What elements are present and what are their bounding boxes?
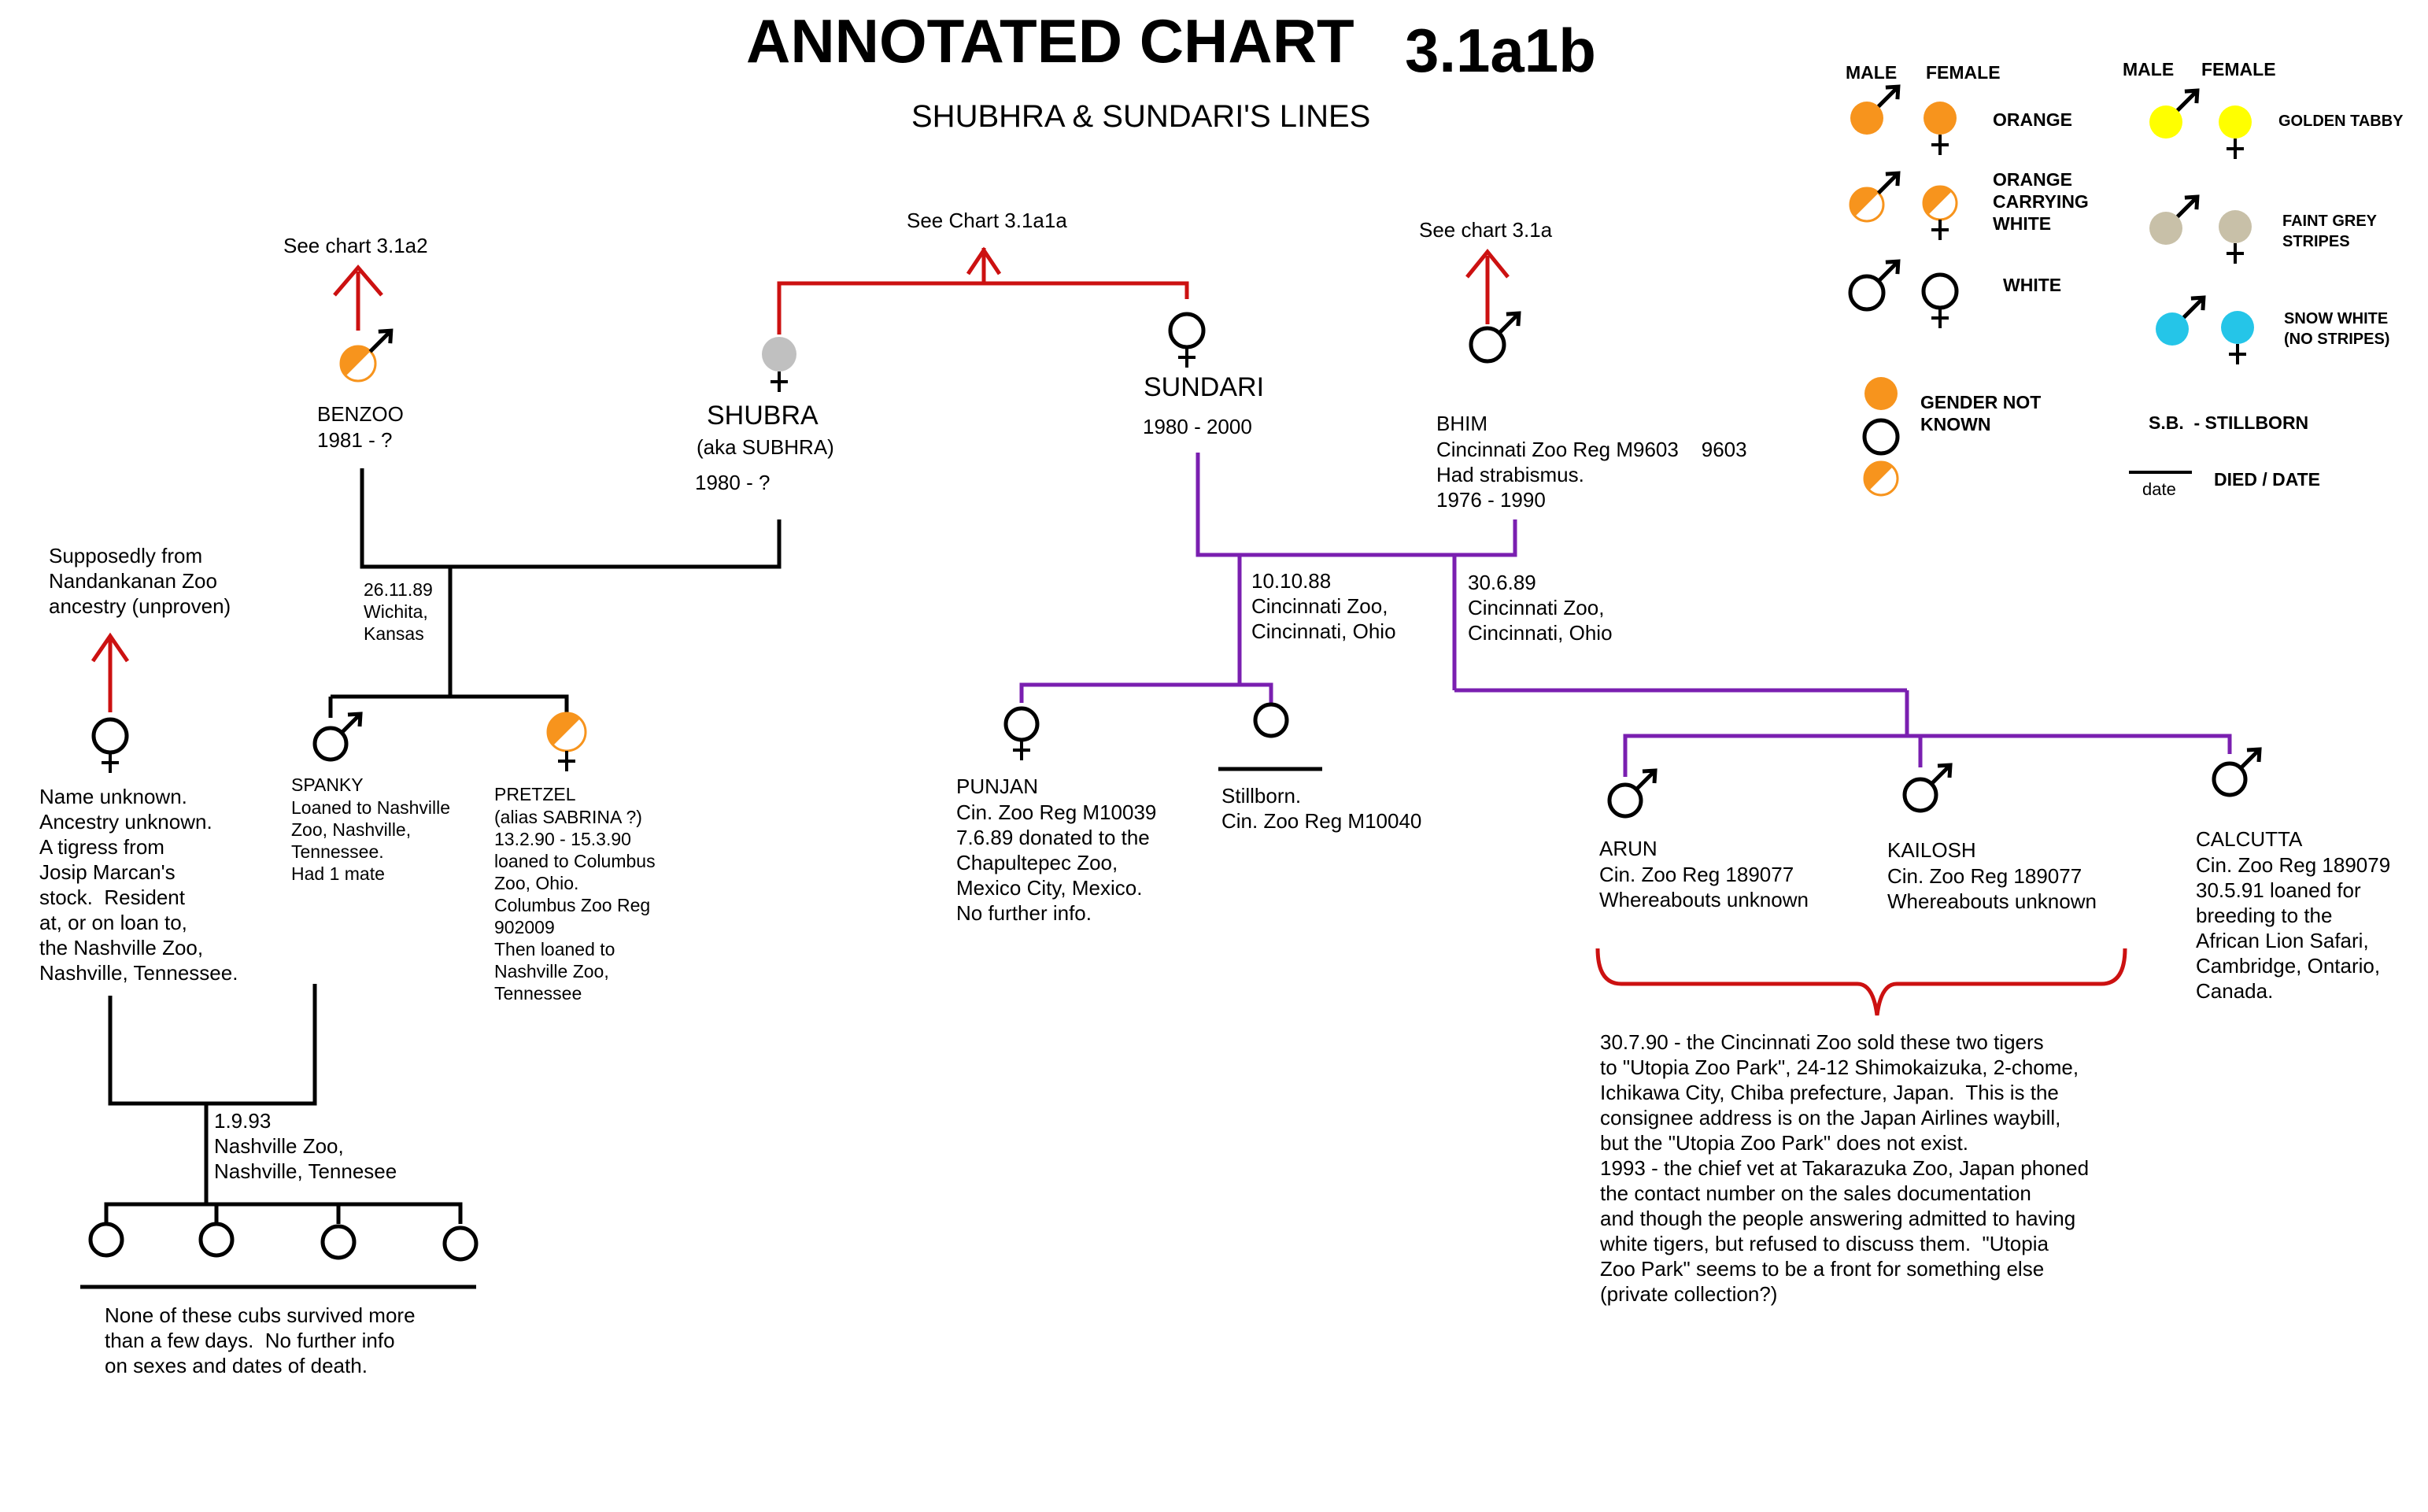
legend-orange: ORANGE	[1993, 109, 2072, 130]
calcutta-name: CALCUTTA	[2196, 827, 2303, 851]
black-pedigree-lines	[80, 468, 1322, 1289]
chart-title: ANNOTATED CHART	[746, 6, 1354, 76]
mating-spanky-tigress: 1.9.93 Nashville Zoo, Nashville, Tennese…	[214, 1109, 397, 1183]
ref-tigress: Supposedly from Nandankanan Zoo ancestry…	[49, 544, 231, 618]
shubra-years: 1980 - ?	[695, 471, 771, 494]
legend-white: WHITE	[2003, 275, 2062, 295]
shubra-alias: (aka SUBHRA)	[697, 435, 834, 459]
stillborn-notes: Stillborn. Cin. Zoo Reg M10040	[1221, 784, 1422, 833]
calcutta-notes: Cin. Zoo Reg 189079 30.5.91 loaned for b…	[2196, 853, 2391, 1003]
utopia-note: 30.7.90 - the Cincinnati Zoo sold these …	[1600, 1030, 2090, 1306]
ref-bhim: See chart 3.1a	[1419, 218, 1553, 242]
pretzel-notes: (alias SABRINA ?) 13.2.90 - 15.3.90 loan…	[494, 807, 656, 1004]
sundari-years: 1980 - 2000	[1143, 415, 1252, 438]
arun-name: ARUN	[1599, 837, 1657, 860]
chart-subtitle: SHUBHRA & SUNDARI'S LINES	[911, 99, 1371, 134]
spanky-name: SPANKY	[291, 774, 364, 795]
ref-benzoo: See chart 3.1a2	[283, 234, 428, 257]
spanky-notes: Loaned to Nashville Zoo, Nashville, Tenn…	[291, 797, 451, 884]
bhim-notes: Cincinnati Zoo Reg M9603 9603 Had strabi…	[1436, 438, 1747, 512]
legend-orange-carrying-white: ORANGE CARRYING WHITE	[1993, 169, 2089, 234]
legend-male-1: MALE	[1846, 62, 1898, 83]
ancestry-reference-lines	[91, 246, 2127, 1016]
kailosh-notes: Cin. Zoo Reg 189077 Whereabouts unknown	[1887, 864, 2097, 913]
legend-date: date	[2142, 479, 2176, 499]
punjan-name: PUNJAN	[956, 774, 1039, 798]
kailosh-name: KAILOSH	[1887, 838, 1976, 862]
bhim-name: BHIM	[1436, 412, 1487, 435]
ref-shubra-sundari: See Chart 3.1a1a	[907, 209, 1067, 232]
shubra-name: SHUBRA	[707, 401, 819, 431]
mating-sundari-bhim-1: 10.10.88 Cincinnati Zoo, Cincinnati, Ohi…	[1251, 569, 1396, 643]
punjan-notes: Cin. Zoo Reg M10039 7.6.89 donated to th…	[956, 800, 1157, 925]
mating-sundari-bhim-2: 30.6.89 Cincinnati Zoo, Cincinnati, Ohio	[1468, 571, 1613, 645]
legend-golden-tabby: GOLDEN TABBY	[2278, 113, 2404, 130]
purple-pedigree-lines	[1019, 453, 2232, 777]
tigress-notes: Name unknown. Ancestry unknown. A tigres…	[39, 785, 238, 985]
arun-notes: Cin. Zoo Reg 189077 Whereabouts unknown	[1599, 863, 1809, 911]
legend-died-date: DIED / DATE	[2214, 469, 2321, 490]
legend-female-2: FEMALE	[2201, 59, 2276, 79]
sundari-name: SUNDARI	[1144, 372, 1265, 402]
chart-number: 3.1a1b	[1405, 16, 1596, 85]
legend-snow-white: SNOW WHITE (NO STRIPES)	[2284, 310, 2390, 348]
tiger-symbols	[88, 84, 2262, 1262]
legend-female-1: FEMALE	[1926, 62, 2001, 83]
legend-gender-not-known: GENDER NOT KNOWN	[1920, 392, 2042, 434]
legend-date-line	[2129, 471, 2192, 474]
benzoo-years: 1981 - ?	[317, 428, 393, 452]
legend-faint-grey: FAINT GREY STRIPES	[2282, 213, 2378, 250]
cubs-note: None of these cubs survived more than a …	[105, 1303, 416, 1377]
pretzel-name: PRETZEL	[494, 784, 576, 804]
legend-stillborn: S.B. - STILLBORN	[2149, 412, 2309, 433]
mating-benzoo-shubra: 26.11.89 Wichita, Kansas	[364, 579, 433, 644]
legend-male-2: MALE	[2123, 59, 2175, 79]
benzoo-name: BENZOO	[317, 402, 404, 426]
